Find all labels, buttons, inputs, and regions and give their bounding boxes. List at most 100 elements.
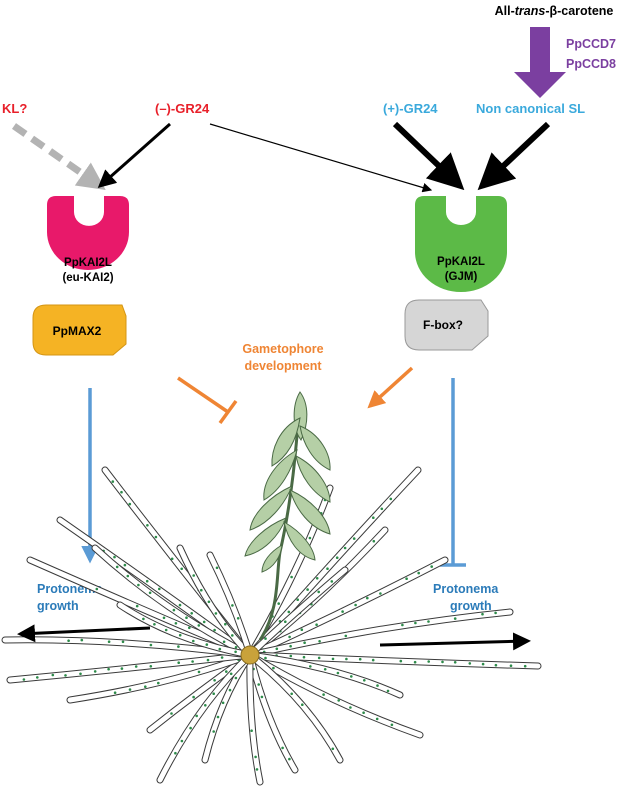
chloroplast-dot xyxy=(290,692,294,696)
chloroplast-dot xyxy=(317,656,321,660)
growth-arrow-right xyxy=(379,632,531,651)
gjm-receptor: PpKAI2L (GJM) xyxy=(415,196,507,292)
chloroplast-dot xyxy=(301,703,304,706)
chloroplast-dot xyxy=(309,665,312,668)
fbox-box: F-box? xyxy=(404,299,489,351)
chloroplast-dot xyxy=(191,660,194,663)
chloroplast-dot xyxy=(399,659,403,663)
gametophore-label-1: Gametophore xyxy=(242,342,323,356)
chloroplast-dot xyxy=(218,647,222,651)
chloroplast-dot xyxy=(222,640,226,644)
chloroplast-dot xyxy=(174,622,178,625)
protonema-right-label-2: growth xyxy=(450,599,492,613)
chloroplast-dot xyxy=(107,667,110,671)
chloroplast-dot xyxy=(231,634,234,637)
chloroplast-dot xyxy=(202,620,206,624)
chloroplast-dot xyxy=(417,571,421,575)
chloroplast-dot xyxy=(197,670,201,674)
chloroplast-dot xyxy=(216,715,220,719)
chloroplast-dot xyxy=(126,574,130,578)
carotene-label: All-trans-β-carotene xyxy=(495,4,614,18)
ppmax2-label: PpMAX2 xyxy=(53,324,102,338)
chloroplast-dot xyxy=(441,660,444,664)
chloroplast-dot xyxy=(362,711,365,714)
chloroplast-dot xyxy=(331,747,335,751)
chloroplast-dot xyxy=(142,617,145,621)
protonema-left-label-2: growth xyxy=(37,599,79,613)
gametophore-label-2: development xyxy=(244,359,322,373)
chloroplast-dot xyxy=(405,577,408,580)
chloroplast-dot xyxy=(177,661,180,664)
chloroplast-dot xyxy=(95,587,99,591)
chloroplast-dot xyxy=(64,674,67,677)
chloroplast-dot xyxy=(366,596,369,600)
chloroplast-dot xyxy=(221,701,225,705)
chloroplast-dot xyxy=(236,617,240,620)
protonema-filament-interior xyxy=(177,545,253,658)
chloroplast-dot xyxy=(288,757,291,761)
chloroplast-dot xyxy=(206,658,210,662)
chloroplast-dot xyxy=(113,691,117,694)
chloroplast-dot xyxy=(389,497,393,501)
chloroplast-dot xyxy=(255,768,259,771)
chloroplast-dot xyxy=(318,640,321,643)
protonema-filament-interior xyxy=(7,652,253,683)
protonema-filament-interior xyxy=(247,609,513,658)
protonema-filament-interior xyxy=(247,652,403,698)
protonema-filament-interior xyxy=(57,517,253,658)
chloroplast-dot xyxy=(144,685,147,688)
chloroplast-dot xyxy=(120,667,124,670)
chloroplast-dot xyxy=(185,616,188,619)
chloroplast-dot xyxy=(115,565,119,569)
chloroplast-dot xyxy=(213,679,216,682)
chloroplast-dot xyxy=(494,663,498,667)
chloroplast-dot xyxy=(180,567,183,571)
chloroplast-dot xyxy=(277,602,281,605)
chloroplast-dot xyxy=(401,623,404,627)
chloroplast-dot xyxy=(212,692,215,695)
chloroplast-dot xyxy=(220,656,224,659)
chloroplast-dot xyxy=(157,681,160,685)
chloroplast-dot xyxy=(164,628,168,632)
chloroplast-dot xyxy=(80,638,84,642)
chloroplast-dot xyxy=(197,624,201,627)
noncanonical-to-gjm-arrow xyxy=(477,121,551,191)
chloroplast-dot xyxy=(372,539,376,543)
chloroplast-dot xyxy=(349,706,352,709)
chloroplast-dot xyxy=(36,676,39,679)
chloroplast-dot xyxy=(494,611,497,615)
chloroplast-dot xyxy=(192,574,195,577)
chloroplast-dot xyxy=(315,623,318,626)
chloroplast-dot xyxy=(275,647,279,651)
chloroplast-dot xyxy=(386,689,390,693)
chloroplast-dot xyxy=(350,675,353,678)
chloroplast-dot xyxy=(51,673,55,677)
chloroplast-dot xyxy=(453,661,457,664)
kl-label: KL? xyxy=(2,101,27,116)
chloroplast-dot xyxy=(234,676,238,680)
chloroplast-dot xyxy=(308,536,312,540)
chloroplast-dot xyxy=(341,610,344,613)
chloroplast-dot xyxy=(113,555,116,559)
chloroplast-dot xyxy=(149,643,153,647)
protonema-filament-interior xyxy=(157,652,253,783)
chloroplast-dot xyxy=(67,639,70,642)
chloroplast-dot xyxy=(345,657,348,661)
chloroplast-dot xyxy=(264,637,267,640)
chloroplast-dot xyxy=(158,587,161,591)
chloroplast-dot xyxy=(170,712,173,715)
protonema-center-spore xyxy=(240,645,260,665)
chloroplast-dot xyxy=(509,664,513,667)
gjm-receptor-name: PpKAI2L xyxy=(437,256,485,268)
chloroplast-dot xyxy=(214,612,218,615)
chloroplast-dot xyxy=(195,714,198,718)
chloroplast-dot xyxy=(190,612,193,615)
chloroplast-dot xyxy=(453,617,457,620)
chloroplast-dot xyxy=(326,567,329,570)
chloroplast-dot xyxy=(148,591,152,595)
gr24-minus-to-eu-arrow xyxy=(97,122,171,188)
chloroplast-dot xyxy=(302,655,306,659)
ppccd8-label: PpCCD8 xyxy=(566,57,616,71)
chloroplast-dot xyxy=(111,480,115,483)
